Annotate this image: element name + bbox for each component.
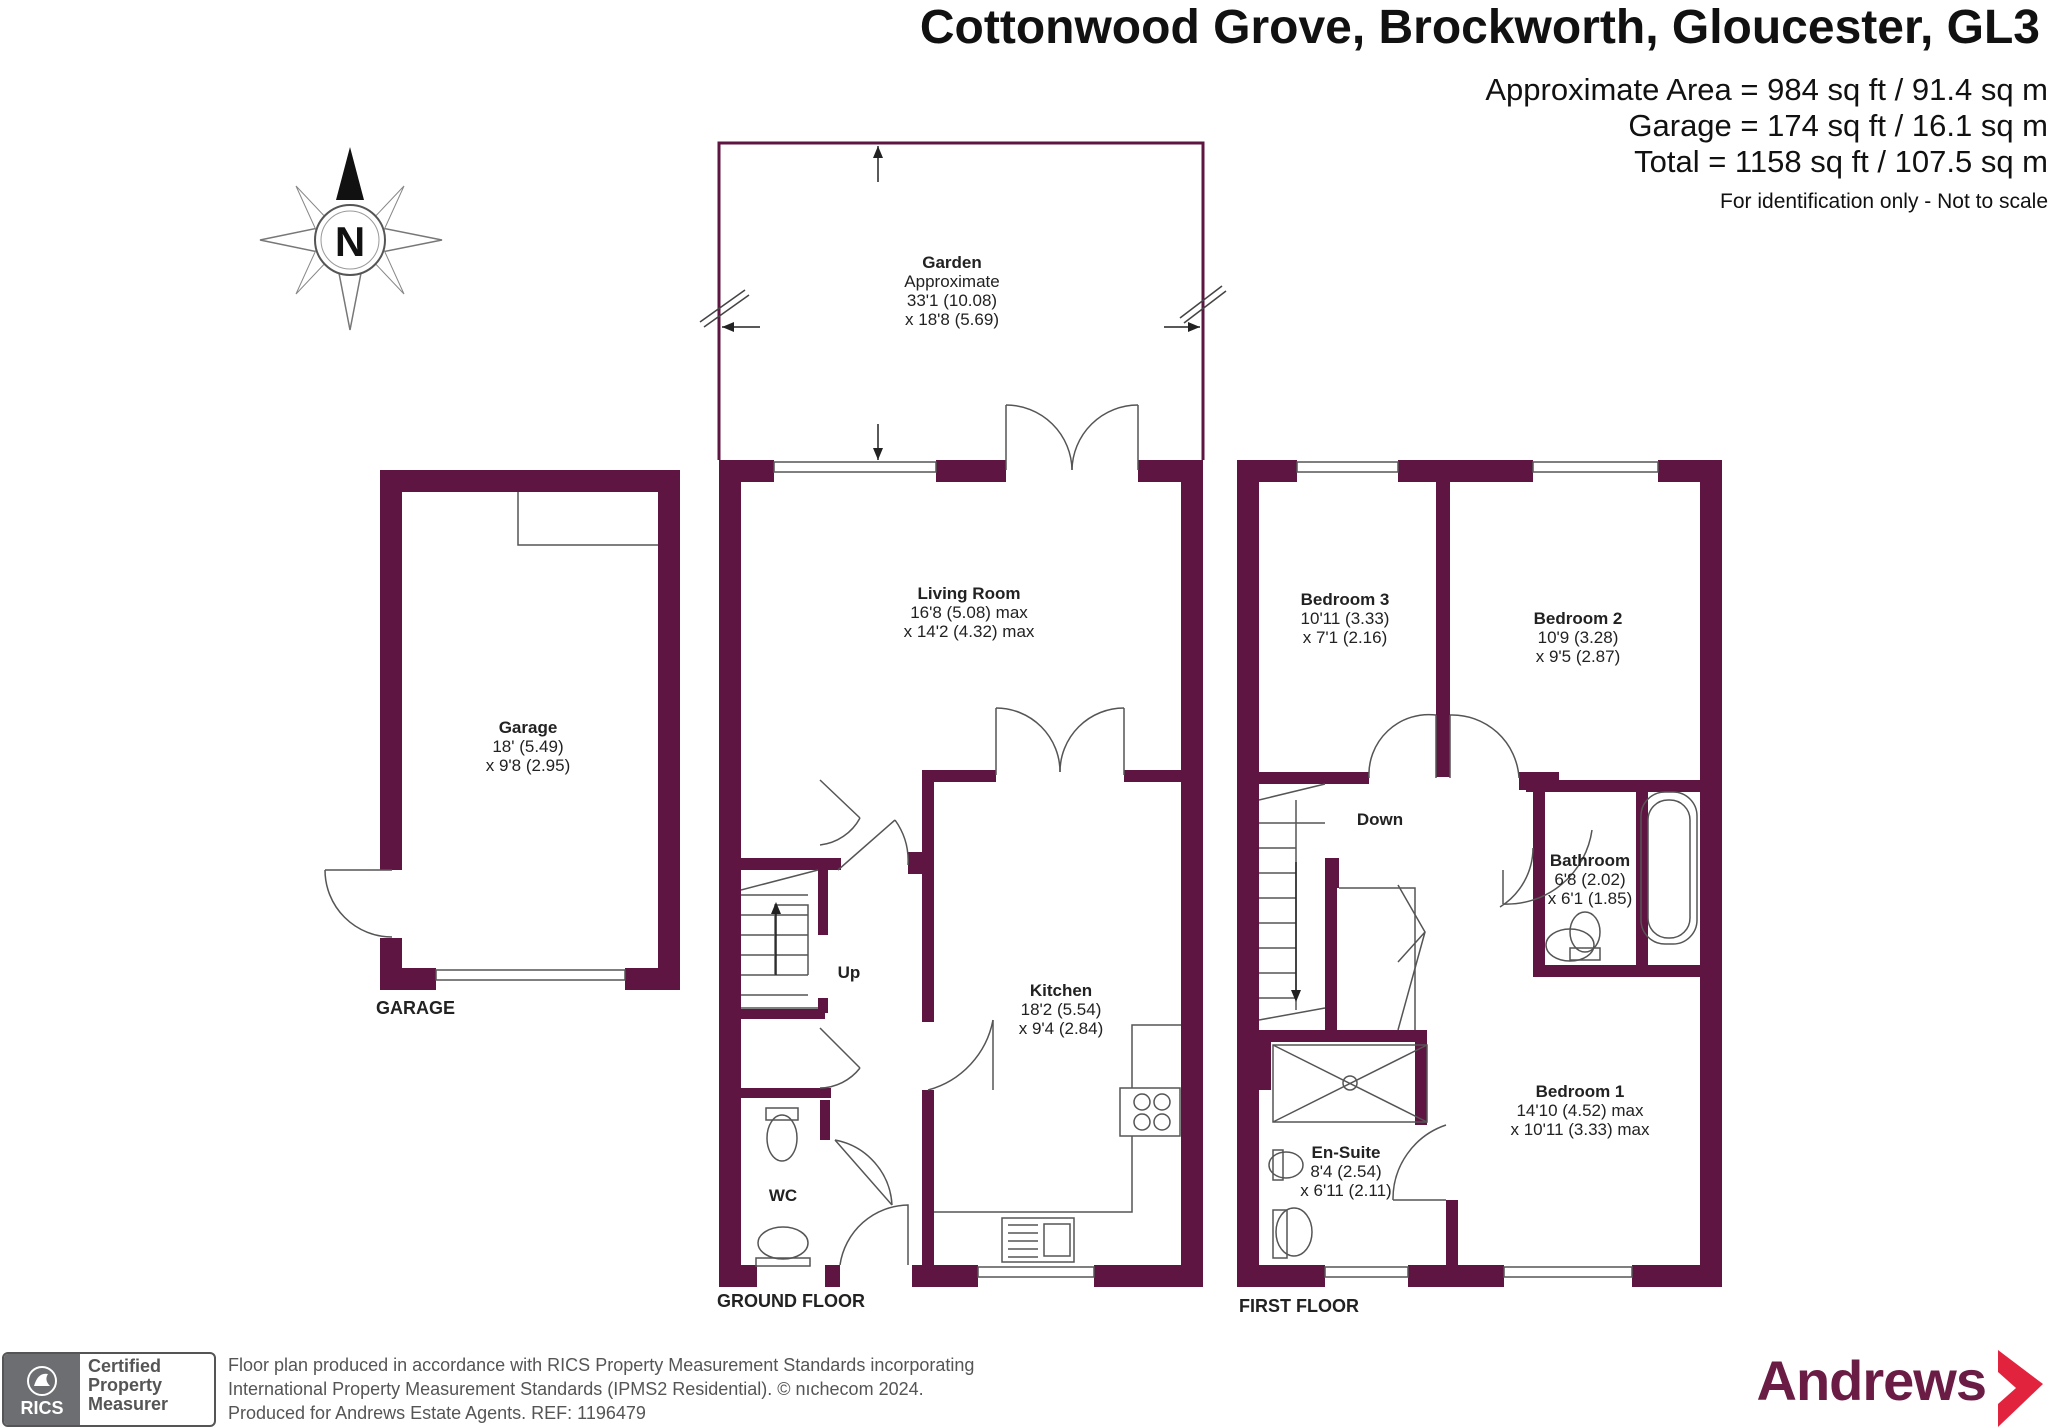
footer-line-3: Produced for Andrews Estate Agents. REF:…: [228, 1403, 646, 1423]
bedroom1-label: Bedroom 1: [1536, 1082, 1625, 1101]
bathroom-label: Bathroom: [1550, 851, 1630, 870]
garden-label: Garden: [922, 253, 982, 272]
bedroom3-dim-1: 10'11 (3.33): [1301, 609, 1390, 628]
ensuite-dim-2: x 6'11 (2.11): [1300, 1181, 1391, 1200]
garage-fixtures: [324, 492, 658, 981]
bedroom1-dim-2: x 10'11 (3.33) max: [1511, 1120, 1650, 1139]
area-garage: Garage = 174 sq ft / 16.1 sq m: [1628, 108, 2048, 143]
property-title: Cottonwood Grove, Brockworth, Gloucester…: [919, 1, 2040, 54]
stairs-down-label: Down: [1357, 810, 1403, 829]
footer-credits: Floor plan produced in accordance with R…: [228, 1353, 974, 1425]
badge-line-3: Measurer: [88, 1394, 169, 1414]
bedroom2-dim-1: 10'9 (3.28): [1538, 628, 1619, 647]
garden-area: [699, 141, 1227, 460]
living-room-dim-2: x 14'2 (4.32) max: [904, 622, 1035, 641]
bathroom-dim-1: 6'8 (2.02): [1554, 870, 1625, 889]
garage-dim-1: 18' (5.49): [492, 737, 563, 756]
living-room-dim-1: 16'8 (5.08) max: [910, 603, 1028, 622]
rics-badge: RICS Certified Property Measurer: [2, 1352, 216, 1427]
kitchen-label: Kitchen: [1030, 981, 1092, 1000]
bedroom2-label: Bedroom 2: [1534, 609, 1623, 628]
rics-text: RICS: [20, 1398, 64, 1418]
garage-walls: [380, 470, 680, 990]
first-floor-fixtures: [1258, 461, 1698, 1278]
stairs-up-label: Up: [838, 963, 861, 982]
ground-floor-walls: [719, 460, 1203, 1287]
bedroom3-dim-2: x 7'1 (2.16): [1303, 628, 1388, 647]
footer-line-2: International Property Measurement Stand…: [228, 1379, 924, 1399]
rics-logo: RICS: [4, 1354, 80, 1425]
ensuite-dim-1: 8'4 (2.54): [1310, 1162, 1381, 1181]
kitchen-dim-2: x 9'4 (2.84): [1019, 1019, 1104, 1038]
bedroom1-dim-1: 14'10 (4.52) max: [1516, 1101, 1644, 1120]
scale-note: For identification only - Not to scale: [1720, 190, 2048, 213]
first-floor-label: FIRST FLOOR: [1239, 1296, 1359, 1316]
kitchen-dim-1: 18'2 (5.54): [1021, 1000, 1102, 1019]
compass-icon: N: [259, 147, 443, 331]
badge-line-2: Property: [88, 1375, 163, 1395]
brand-logo: Andrews: [1756, 1349, 1987, 1412]
garage-dim-2: x 9'8 (2.95): [486, 756, 571, 775]
garden-dim-3: x 18'8 (5.69): [905, 310, 999, 329]
area-total: Total = 1158 sq ft / 107.5 sq m: [1634, 144, 2048, 179]
footer-line-1: Floor plan produced in accordance with R…: [228, 1355, 975, 1375]
ground-floor-label: GROUND FLOOR: [717, 1291, 865, 1311]
bedroom2-dim-2: x 9'5 (2.87): [1536, 647, 1621, 666]
ensuite-label: En-Suite: [1312, 1143, 1381, 1162]
brand-arrow-icon: [1998, 1350, 2043, 1427]
compass-letter: N: [335, 218, 365, 265]
bathroom-dim-2: x 6'1 (1.85): [1548, 889, 1633, 908]
garden-dim-2: 33'1 (10.08): [907, 291, 997, 310]
certified-measurer-text: Certified Property Measurer: [80, 1354, 168, 1425]
garden-dim-1: Approximate: [904, 272, 999, 291]
lion-icon: [27, 1366, 57, 1396]
bedroom3-label: Bedroom 3: [1301, 590, 1390, 609]
first-floor-walls: [1237, 460, 1722, 1287]
living-room-label: Living Room: [918, 584, 1021, 603]
garage-room-label: Garage: [499, 718, 558, 737]
garage-floor-label: GARAGE: [376, 998, 455, 1018]
room-labels: Garden Approximate 33'1 (10.08) x 18'8 (…: [376, 253, 1650, 1316]
area-approx: Approximate Area = 984 sq ft / 91.4 sq m: [1485, 72, 2048, 107]
wc-label: WC: [769, 1186, 797, 1205]
ground-floor-fixtures: [740, 404, 1181, 1278]
badge-line-1: Certified: [88, 1356, 162, 1376]
